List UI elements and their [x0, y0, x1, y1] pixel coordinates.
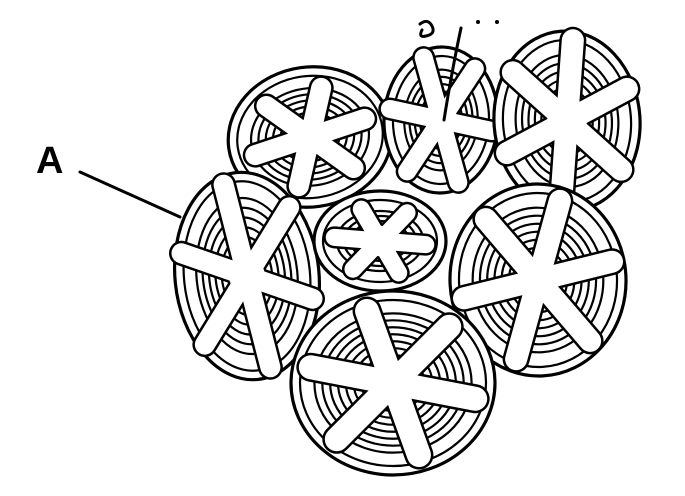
star-center — [371, 361, 415, 405]
cell-middle-right — [448, 182, 628, 378]
cell-inner-wall — [298, 298, 488, 468]
cell-inner-wall — [236, 74, 384, 200]
cell-inner-wall — [457, 191, 619, 369]
star-arms — [323, 198, 437, 284]
label-a: A — [36, 140, 64, 182]
cell-top-left — [226, 65, 394, 209]
cell-middle-center — [312, 189, 448, 293]
cell-top-center — [378, 45, 504, 195]
top-pointer-line — [442, 26, 463, 122]
star-center — [292, 119, 328, 155]
star-center — [424, 103, 458, 137]
cell-middle-left — [168, 170, 326, 382]
star-arms — [168, 172, 326, 380]
star-arms — [296, 296, 490, 470]
star-center — [518, 260, 558, 300]
top-label-dot-2 — [495, 20, 499, 24]
star-arms — [242, 75, 378, 199]
growth-ring — [313, 312, 473, 454]
star-center — [547, 101, 587, 141]
star-center — [229, 258, 265, 294]
star-center — [364, 225, 396, 257]
star-arms — [450, 187, 626, 373]
top-label-dot — [476, 20, 480, 24]
star-arms — [493, 26, 641, 216]
cell-inner-wall — [321, 198, 439, 284]
cell-bottom-center — [289, 289, 497, 477]
label-a-leader-line — [78, 170, 182, 219]
top-label-fragment — [418, 19, 435, 38]
